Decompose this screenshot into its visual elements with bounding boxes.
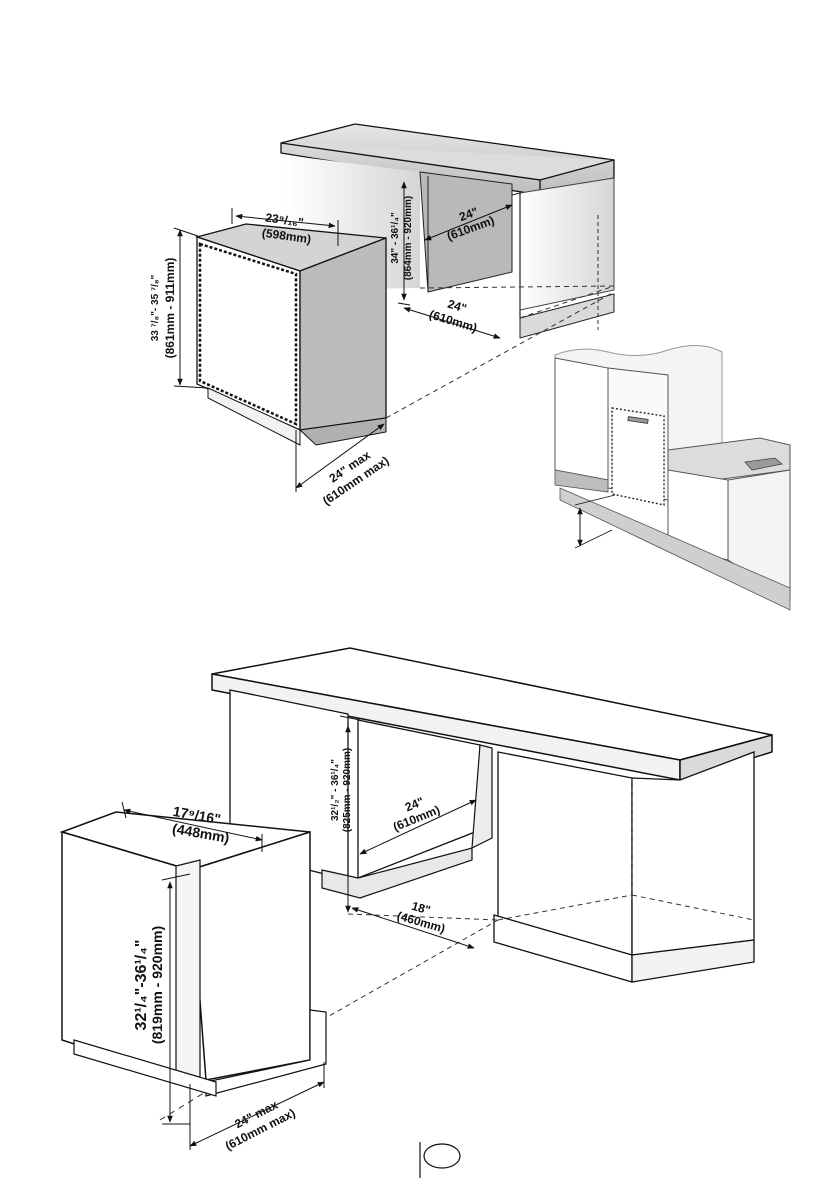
top-height-inch: 33 ⁷/₈"- 35 ⁷/₈" [150,274,161,341]
top-dishwasher [197,224,386,445]
page-footer [420,1142,460,1178]
bottom-height-inch: 32¹/₄"-36¹/₄" [133,940,150,1031]
top-niche-height-inch: 34" - 36¹/₄" [390,212,401,264]
bottom-dishwasher [62,812,326,1096]
top-niche-height-mm: (864mm - 920mm) [403,196,414,280]
top-figure: 23⁹/₁₆" (598mm) 33 ⁷/₈"- 35 ⁷/₈" (861mm … [150,124,614,508]
bottom-height-mm: (819mm - 920mm) [149,926,165,1044]
top-height-mm: (861mm - 911mm) [163,258,177,359]
bottom-right-cabinet [494,752,754,982]
kitchen-installed-inset [555,345,790,610]
bottom-figure: 17⁹/16" (448mm) 32¹/₄"-36¹/₄" (819mm - 9… [62,648,772,1153]
bottom-niche-height-inch: 32¹/₂" - 36¹/₄" [330,759,341,821]
page-badge-oval [424,1144,460,1168]
bottom-niche-height-mm: (825mm - 920mm) [342,748,353,832]
